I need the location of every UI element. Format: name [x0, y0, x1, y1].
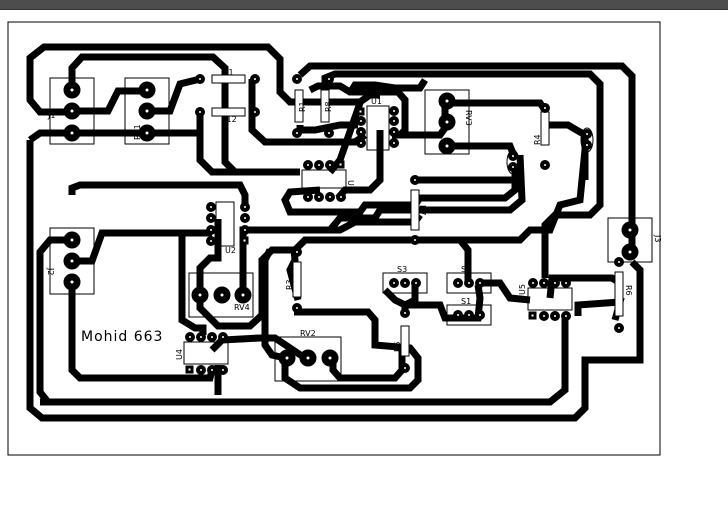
label-s3: S3 — [397, 265, 407, 274]
label-r5: R5 — [393, 341, 402, 352]
label-r4: R4 — [533, 134, 542, 145]
silkscreen-labels: J1 R1 R12 RV1 R1 R8 U1 RV3 R4 U3 R7 U2 J… — [46, 68, 662, 360]
label-rv4: RV4 — [234, 303, 250, 312]
label-r1-vertical: R1 — [298, 101, 307, 112]
label-r12: R12 — [221, 115, 237, 124]
label-u2: U2 — [225, 246, 236, 255]
label-u1: U1 — [371, 97, 382, 106]
label-j2: J2 — [46, 267, 55, 275]
label-s1: S1 — [461, 297, 471, 306]
label-s2: S2 — [461, 265, 471, 274]
pads — [63, 74, 639, 375]
components — [49, 74, 653, 382]
signature-text: Mohid 663 — [81, 329, 163, 345]
label-u3: U3 — [346, 180, 355, 191]
label-rv3: RV3 — [464, 110, 473, 126]
label-r7: R7 — [418, 205, 427, 216]
label-u4: U4 — [175, 349, 184, 360]
label-rv2: RV2 — [300, 329, 316, 338]
label-rv1: RV1 — [133, 124, 142, 140]
label-r3: R3 — [285, 279, 294, 290]
label-r8: R8 — [324, 101, 333, 112]
label-j3: J3 — [653, 234, 662, 242]
label-r6: R6 — [624, 285, 633, 296]
label-j1: J1 — [47, 111, 55, 120]
title-bar — [0, 0, 728, 10]
label-r1: R1 — [223, 68, 234, 77]
label-u5: U5 — [518, 284, 527, 295]
